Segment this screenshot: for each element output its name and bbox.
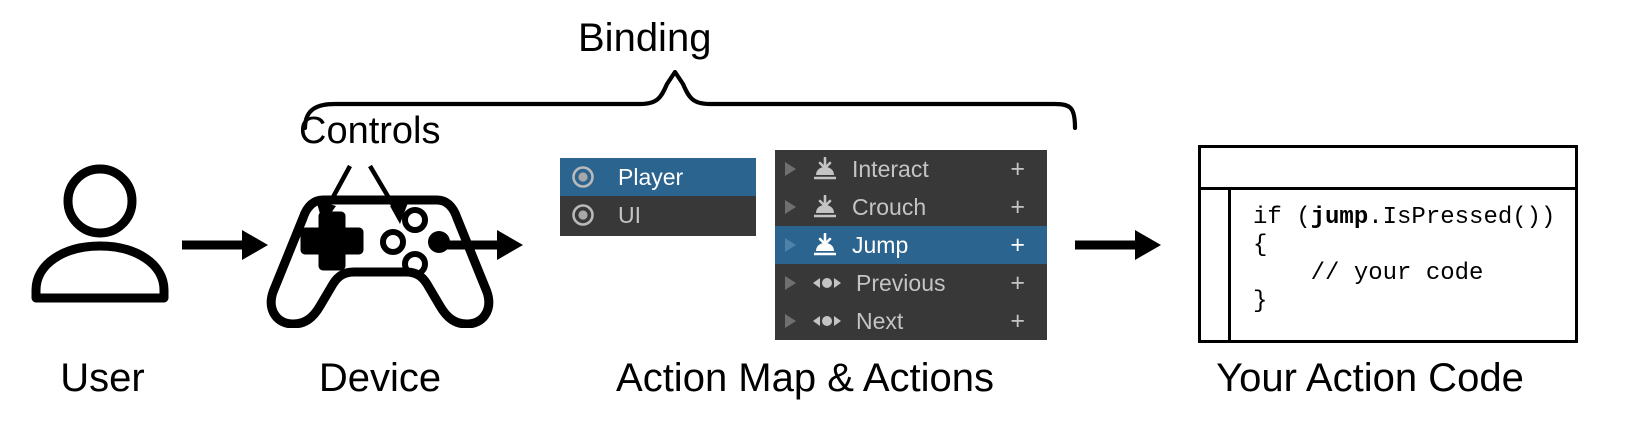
arrow-right-icon [437, 230, 523, 260]
code-text[interactable]: if (jump.IsPressed()) { // your code } [1231, 190, 1575, 340]
code-window[interactable]: if (jump.IsPressed()) { // your code } [1198, 145, 1578, 343]
action-map-label: UI [618, 201, 641, 228]
controls-annotation-label: Controls [299, 110, 441, 152]
code-identifier-jump: jump [1310, 204, 1369, 231]
caption-your-action-code: Your Action Code [1216, 356, 1524, 400]
add-binding-button[interactable]: + [1010, 230, 1025, 259]
action-map-row-player[interactable]: Player [560, 158, 756, 196]
arrow-right-icon [182, 230, 268, 260]
code-line-1-post: .IsPressed()) [1368, 204, 1556, 231]
action-row-interact[interactable]: Interact + [775, 150, 1047, 188]
code-window-titlebar [1201, 148, 1575, 190]
add-binding-button[interactable]: + [1010, 154, 1025, 183]
action-row-previous[interactable]: Previous + [775, 264, 1047, 302]
button-action-icon [812, 195, 838, 219]
button-action-icon [812, 157, 838, 181]
code-line-4: } [1253, 288, 1268, 315]
action-row-crouch[interactable]: Crouch + [775, 188, 1047, 226]
binding-annotation-label: Binding [578, 16, 712, 60]
arrow-right-icon [1075, 230, 1161, 260]
chevron-right-icon[interactable] [785, 238, 796, 252]
code-window-body: if (jump.IsPressed()) { // your code } [1201, 190, 1575, 340]
action-map-ring-icon [572, 166, 594, 188]
add-binding-button[interactable]: + [1010, 306, 1025, 335]
add-binding-button[interactable]: + [1010, 192, 1025, 221]
action-map-label: Player [618, 163, 684, 190]
caption-device: Device [318, 356, 442, 400]
action-label: Crouch [852, 193, 927, 220]
action-map-row-ui[interactable]: UI [560, 196, 756, 234]
action-label: Interact [852, 155, 929, 182]
action-maps-list[interactable]: Player UI [560, 158, 756, 236]
user-icon [31, 164, 169, 303]
code-line-1-pre: if ( [1253, 204, 1311, 231]
actions-list[interactable]: Interact + Crouch + [775, 150, 1047, 340]
chevron-right-icon[interactable] [785, 162, 796, 176]
action-label: Next [856, 307, 904, 334]
action-map-ring-icon [572, 204, 594, 226]
action-row-next[interactable]: Next + [775, 302, 1047, 340]
action-label: Previous [856, 269, 946, 296]
axis-action-icon [812, 311, 842, 331]
caption-action-map: Action Map & Actions [616, 356, 994, 400]
button-action-icon [812, 233, 838, 257]
chevron-right-icon[interactable] [785, 200, 796, 214]
code-gutter [1201, 190, 1231, 340]
chevron-right-icon[interactable] [785, 276, 796, 290]
curly-brace-icon [302, 70, 1078, 130]
axis-action-icon [812, 273, 842, 293]
action-label: Jump [852, 231, 909, 258]
action-row-jump[interactable]: Jump + [775, 226, 1047, 264]
chevron-right-icon[interactable] [785, 314, 796, 328]
code-line-3: // your code [1253, 260, 1484, 287]
caption-user: User [60, 356, 145, 400]
add-binding-button[interactable]: + [1010, 268, 1025, 297]
code-line-2: { [1253, 232, 1268, 259]
